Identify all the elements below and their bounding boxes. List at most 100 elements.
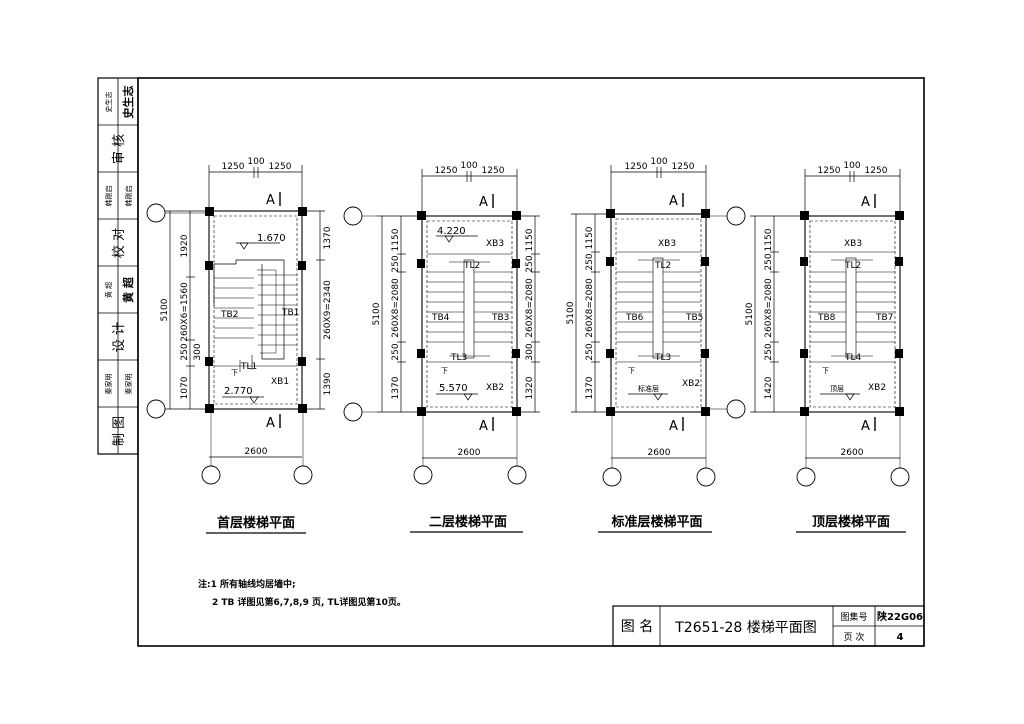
plan2-section-top: A (479, 195, 488, 210)
plan-top-floor: 1250 100 1250 A (745, 161, 910, 533)
plan1-level-upper: 1.670 (257, 233, 286, 244)
plan2-left-dim-4: 250 (391, 343, 401, 360)
sig-cell-4-sign: 黄 超 (121, 276, 135, 303)
title-block-name-label: 图 名 (621, 619, 653, 635)
plan2-left-dim-1: 1150 (391, 228, 401, 251)
plan4-label-down: 下 (822, 367, 829, 375)
plan1-label-300: 300 (193, 343, 203, 360)
plan2-label-down: 下 (441, 367, 448, 375)
plan1-section-bottom: A (266, 416, 275, 431)
plan4-section-bottom: A (861, 419, 870, 434)
plan3-label-xb3: XB3 (658, 239, 676, 249)
plan1-right-dim-1: 1370 (323, 226, 333, 249)
sig-cell-6-role: 秦家明 (104, 374, 113, 395)
plan3-label-tl2: TL2 (654, 261, 671, 271)
plan4-label-tl2: TL2 (844, 261, 861, 271)
plan1-top-dim-1: 1250 (222, 162, 245, 172)
plan3-section-top: A (669, 194, 678, 209)
plan1-left-dim-2: 260X6=1560 (180, 282, 190, 342)
plan2-right-dim-3: 260X8=2080 (525, 278, 535, 338)
plan2-left-dim-3: 260X8=2080 (391, 278, 401, 338)
plan1-label-down: 下 (231, 369, 238, 377)
plan3-label-tl3: TL3 (654, 353, 671, 363)
plan1-label-tb1: TB1 (281, 308, 299, 318)
plan4-label-tb7: TB7 (875, 313, 893, 323)
plan3-label-tb6: TB6 (625, 313, 644, 323)
plan1-label-tb2: TB2 (220, 310, 238, 320)
plan3-left-total: 5100 (566, 301, 576, 324)
note-line-2: 2 TB 详图见第6,7,8,9 页, TL详图见第10页。 (212, 596, 406, 608)
plan2-label-xb3: XB3 (486, 239, 504, 249)
plan3-level-lower: 标准层 (638, 384, 659, 393)
plan4-label-xb3: XB3 (844, 239, 862, 249)
plan1-label-tl1: TL1 (240, 362, 257, 372)
plan4-left-dim-2: 250 (764, 253, 774, 270)
plan4-left-dim-5: 1420 (764, 376, 774, 399)
sig-cell-0-role: 史生志 (104, 92, 113, 113)
plan1-right-dim-3: 1390 (323, 372, 333, 395)
plan1-right-dim-2: 260X9=2340 (323, 280, 333, 340)
plan-second-floor: 1250 100 1250 A (343, 161, 540, 533)
plan2-right-dim-1: 1150 (525, 228, 535, 251)
plan1-left-total: 5100 (160, 298, 170, 321)
plan3-top-dim-2: 100 (650, 157, 667, 167)
plan3-left-dim-3: 260X8=2080 (585, 278, 595, 338)
plan2-label-tb3: TB3 (491, 313, 509, 323)
plan2-right-dim-5: 1320 (525, 376, 535, 399)
plan2-right-dim-2: 250 (525, 255, 535, 272)
plan-standard-floor: 1250 100 1250 A (566, 157, 746, 533)
sig-cell-4-role: 黄 超 (104, 282, 113, 298)
plan1-top-dim-2: 100 (247, 157, 264, 167)
plan1-level-lower: 2.770 (224, 386, 253, 397)
title-block-drawing-title: T2651-28 楼梯平面图 (674, 620, 817, 636)
plan4-left-dim-4: 250 (764, 343, 774, 360)
plan3-top-dim-1: 1250 (625, 162, 648, 172)
plan-ground-floor: 1250 100 1250 A (146, 157, 333, 534)
plan3-top-dim-3: 1250 (672, 162, 695, 172)
plan4-left-dim-3: 260X8=2080 (764, 278, 774, 338)
plan3-left-dim-4: 250 (585, 343, 595, 360)
plan1-left-dim-4: 1070 (180, 376, 190, 399)
plan3-left-dim-1: 1150 (585, 226, 595, 249)
plan4-top-dim-1: 1250 (818, 166, 841, 176)
sig-cell-5-role: 设 计 (112, 322, 127, 352)
plan4-top-dim-3: 1250 (865, 166, 888, 176)
title-block: 图 名 T2651-28 楼梯平面图 图集号 陕22G06 页 次 4 (612, 605, 925, 647)
sig-cell-7-role: 制 图 (112, 416, 127, 446)
sig-cell-1-role: 审 核 (112, 134, 127, 164)
plan2-top-dim-1: 1250 (435, 166, 458, 176)
plan3-title: 标准层楼梯平面 (610, 514, 702, 530)
sig-cell-2-sign: 韩刚启 (124, 186, 133, 207)
sig-cell-6-sign: 秦家明 (124, 374, 133, 395)
plan3-label-tb5: TB5 (685, 313, 703, 323)
plan2-left-dim-5: 1370 (391, 376, 401, 399)
note-line-1: 注:1 所有轴线均居墙中; (198, 578, 296, 590)
title-block-page-label: 页 次 (844, 631, 865, 643)
plan3-section-bottom: A (669, 419, 678, 434)
plan4-label-tl4: TL4 (844, 353, 862, 363)
title-block-atlas-label: 图集号 (840, 611, 867, 623)
plan4-section-top: A (861, 195, 870, 210)
sig-cell-3-role: 校 对 (111, 228, 127, 258)
signature-column: 史生志 史生志 审 核 韩刚启 韩刚启 校 对 黄 超 黄 超 设 计 秦家明 … (97, 77, 139, 455)
plan1-left-dim-3: 250 (180, 343, 190, 360)
plan3-left-dim-2: 250 (585, 253, 595, 270)
plan1-section-top: A (266, 193, 275, 208)
plan2-title: 二层楼梯平面 (429, 514, 507, 530)
plan2-top-dim-3: 1250 (482, 166, 505, 176)
plan4-top-dim-2: 100 (843, 161, 860, 171)
plan1-label-xb1: XB1 (271, 377, 289, 387)
plan2-label-xb2: XB2 (486, 383, 504, 393)
plan3-label-xb2: XB2 (682, 379, 700, 389)
plan2-label-tl3: TL3 (450, 353, 467, 363)
plan2-bottom-dim: 2600 (458, 448, 481, 458)
plan2-left-dim-2: 250 (391, 255, 401, 272)
plan4-label-xb2: XB2 (868, 383, 886, 393)
plan4-label-tb8: TB8 (817, 313, 836, 323)
sig-cell-2-role: 韩刚启 (104, 186, 113, 207)
title-block-page-value: 4 (897, 632, 904, 643)
plan3-label-down: 下 (628, 367, 635, 375)
sig-cell-0-sign: 史生志 (121, 86, 135, 119)
plan4-left-dim-1: 1150 (764, 228, 774, 251)
